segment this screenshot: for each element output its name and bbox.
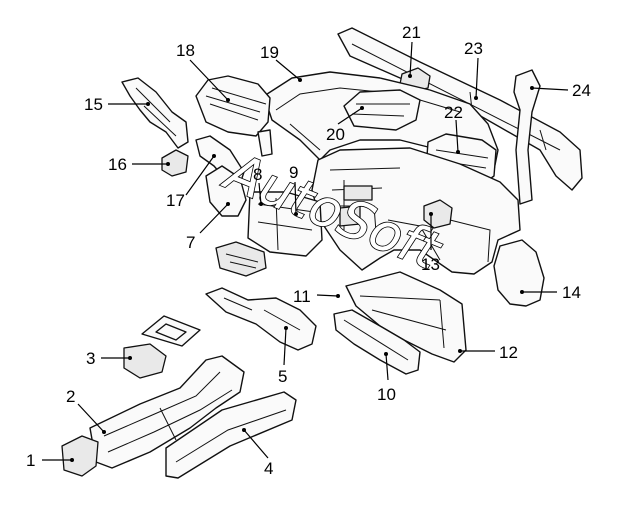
parts-drawing bbox=[61, 27, 583, 479]
callout-3: 3 bbox=[86, 349, 95, 368]
callout-7: 7 bbox=[186, 233, 195, 252]
callout-17: 17 bbox=[166, 191, 185, 210]
part-6-climate-panel bbox=[215, 241, 267, 277]
callout-22: 22 bbox=[444, 103, 463, 122]
part-18-vent-duct bbox=[195, 75, 271, 137]
callout-20: 20 bbox=[326, 125, 345, 144]
callout-14: 14 bbox=[562, 283, 581, 302]
callout-2: 2 bbox=[66, 387, 75, 406]
part-1-end-cap bbox=[61, 435, 99, 477]
callout-16: 16 bbox=[108, 155, 127, 174]
callout-13: 13 bbox=[421, 255, 440, 274]
part-10-glovebox-lid bbox=[333, 309, 421, 375]
callout-15: 15 bbox=[84, 95, 103, 114]
part-14-side-cover bbox=[493, 239, 545, 307]
part-dash-lower-body bbox=[311, 147, 521, 275]
callout-8: 8 bbox=[253, 165, 262, 184]
part-20-tray bbox=[343, 89, 421, 131]
callout-labels: 1 2 3 4 5 7 8 9 10 11 12 13 14 15 16 17 … bbox=[26, 23, 591, 478]
part-4-side-panel bbox=[165, 391, 297, 479]
part-5-lower-trim bbox=[205, 287, 317, 351]
callout-24: 24 bbox=[572, 81, 591, 100]
callout-12: 12 bbox=[499, 343, 518, 362]
part-15-bracket bbox=[121, 77, 189, 149]
callout-18: 18 bbox=[176, 41, 195, 60]
part-24-bracket bbox=[513, 69, 541, 205]
callout-1: 1 bbox=[26, 451, 35, 470]
callout-11: 11 bbox=[293, 287, 311, 306]
callout-21: 21 bbox=[402, 23, 421, 42]
part-2-center-console bbox=[89, 355, 245, 469]
callout-9: 9 bbox=[289, 163, 298, 182]
part-12-glovebox-housing bbox=[345, 271, 467, 363]
leader-lines bbox=[42, 41, 569, 462]
callout-4: 4 bbox=[264, 459, 273, 478]
part-3-switch bbox=[123, 343, 167, 379]
part-16-switch bbox=[161, 149, 189, 177]
part-7-cover bbox=[205, 165, 247, 217]
callout-19: 19 bbox=[260, 43, 279, 62]
callout-5: 5 bbox=[278, 367, 287, 386]
part-8-9-center-frame bbox=[247, 191, 323, 257]
callout-10: 10 bbox=[377, 385, 396, 404]
callout-23: 23 bbox=[464, 39, 483, 58]
